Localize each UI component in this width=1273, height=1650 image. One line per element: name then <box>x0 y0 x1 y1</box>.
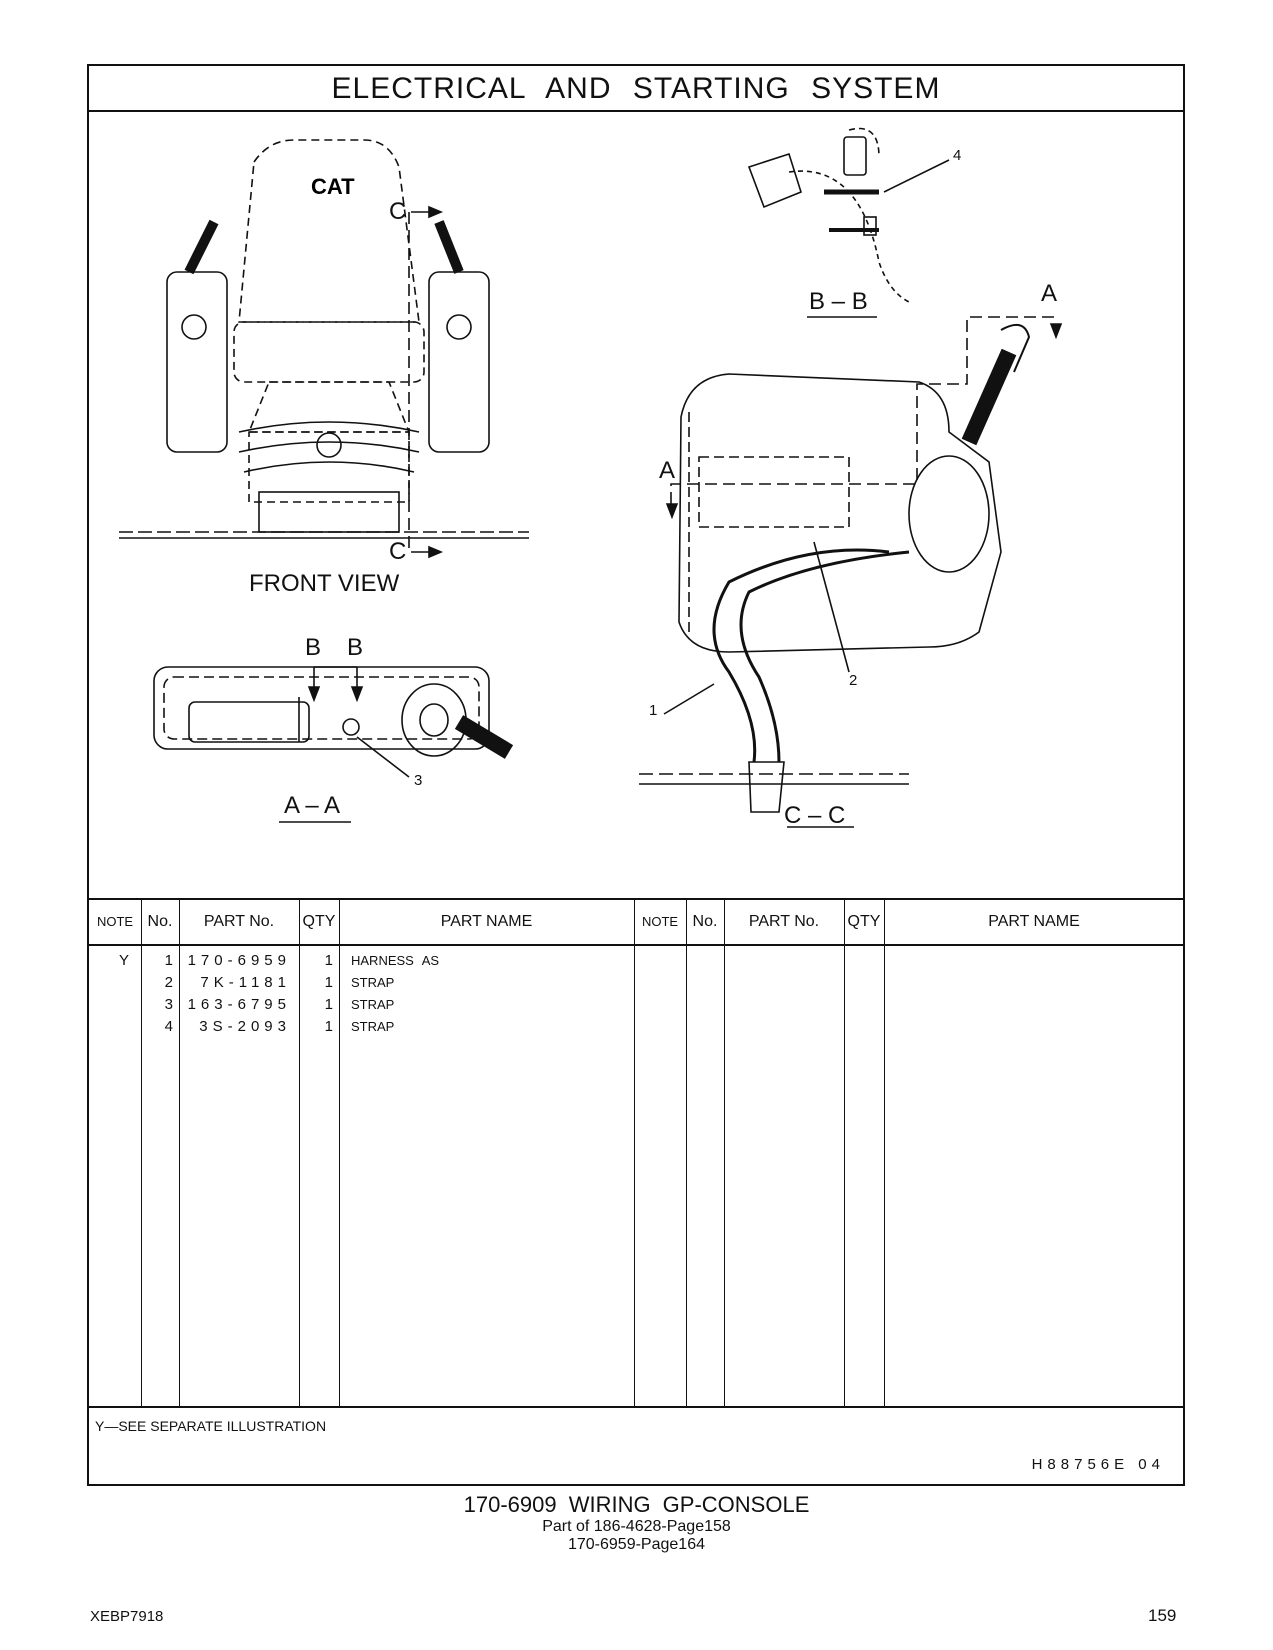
col-divider <box>179 900 180 1408</box>
row-no: 1 <box>164 952 173 969</box>
publication-number: XEBP7918 <box>90 1608 164 1625</box>
table-row: 4 3S-2093 1 STRAP <box>89 1016 634 1038</box>
callout-1: 1 <box>649 702 658 719</box>
callout-4: 4 <box>953 147 962 164</box>
callout-1-leader <box>663 683 715 715</box>
section-bb-label: B – B <box>809 288 868 315</box>
header-no-left: No. <box>147 913 173 930</box>
header-note-right: NOTE <box>641 914 679 929</box>
row-no: 3 <box>164 996 173 1013</box>
footnote: Y—SEE SEPARATE ILLUSTRATION <box>95 1418 327 1434</box>
harness-cable-drawing <box>639 548 910 813</box>
illustration-area: CAT C C FRONT VIEW B B A – A B – B A A C… <box>89 112 1183 902</box>
parts-page-frame: ELECTRICAL AND STARTING SYSTEM <box>87 64 1185 1486</box>
col-divider <box>299 900 300 1408</box>
row-part-no: 163-6795 <box>187 996 291 1013</box>
section-b-marker <box>307 666 364 703</box>
col-divider <box>141 900 142 1408</box>
parts-illustration: CAT <box>119 127 1063 828</box>
row-part-no: 7K-1181 <box>200 974 291 991</box>
section-c-top-label: C <box>389 198 407 225</box>
table-row: Y 1 170-6959 1 HARNESS AS <box>89 950 634 972</box>
cat-logo: CAT <box>311 174 355 199</box>
front-view-label: FRONT VIEW <box>249 570 400 597</box>
row-qty: 1 <box>324 952 333 969</box>
row-note: Y <box>118 952 129 969</box>
section-aa-drawing <box>153 666 514 778</box>
page-title: ELECTRICAL AND STARTING SYSTEM <box>89 66 1183 112</box>
section-cc-label: C – C <box>784 802 846 829</box>
header-qty-left: QTY <box>302 913 336 930</box>
row-part-no: 3S-2093 <box>199 1018 291 1035</box>
callout-2-leader <box>813 541 850 673</box>
col-divider <box>884 900 885 1408</box>
section-a-line <box>670 316 1054 507</box>
row-part-name: STRAP <box>351 1019 395 1034</box>
row-qty: 1 <box>324 974 333 991</box>
header-partno-right: PART No. <box>748 913 820 930</box>
table-row: 2 7K-1181 1 STRAP <box>89 972 634 994</box>
row-part-name: HARNESS AS <box>351 953 440 968</box>
row-part-name: STRAP <box>351 975 395 990</box>
header-note-left: NOTE <box>96 914 134 929</box>
table-row: 3 163-6795 1 STRAP <box>89 994 634 1016</box>
section-a-left-label: A <box>659 457 676 484</box>
header-partname-left: PART NAME <box>440 913 533 930</box>
section-c-bottom-label: C <box>389 538 407 565</box>
callout-2: 2 <box>849 672 858 689</box>
parts-table-header: NOTE No. PART No. QTY PART NAME NOTE No.… <box>89 900 1183 946</box>
header-qty-right: QTY <box>847 913 881 930</box>
group-caption: 170-6909 WIRING GP-CONSOLE <box>463 1492 810 1517</box>
section-aa-label: A – A <box>284 792 341 819</box>
callout-3: 3 <box>414 772 423 789</box>
col-divider <box>686 900 687 1408</box>
seat-base <box>119 421 529 539</box>
header-no-right: No. <box>692 913 718 930</box>
caption-part-of: Part of 186-4628-Page158 <box>542 1518 731 1535</box>
col-divider <box>339 900 340 1408</box>
row-part-name: STRAP <box>351 997 395 1012</box>
header-partname-right: PART NAME <box>988 913 1080 930</box>
col-divider <box>724 900 725 1408</box>
header-partno-left: PART No. <box>203 913 275 930</box>
row-no: 2 <box>164 974 173 991</box>
col-divider <box>634 900 635 1408</box>
row-qty: 1 <box>324 996 333 1013</box>
section-b-left-label: B <box>305 634 322 661</box>
col-divider <box>844 900 845 1408</box>
section-cc-console-drawing <box>678 323 1031 653</box>
section-bb-drawing <box>747 127 950 303</box>
drawing-code: H88756E 04 <box>1031 1456 1165 1473</box>
row-no: 4 <box>164 1018 173 1035</box>
row-part-no: 170-6959 <box>187 952 291 969</box>
page-number: 159 <box>1148 1606 1177 1625</box>
section-b-right-label: B <box>347 634 364 661</box>
footnote-area: Y—SEE SEPARATE ILLUSTRATION H88756E 04 <box>89 1406 1183 1486</box>
seat-armrests <box>166 219 490 453</box>
parts-table: NOTE No. PART No. QTY PART NAME NOTE No.… <box>89 898 1183 1408</box>
section-a-right-label: A <box>1041 280 1058 307</box>
caption-reference: 170-6959-Page164 <box>567 1536 705 1553</box>
row-qty: 1 <box>324 1018 333 1035</box>
